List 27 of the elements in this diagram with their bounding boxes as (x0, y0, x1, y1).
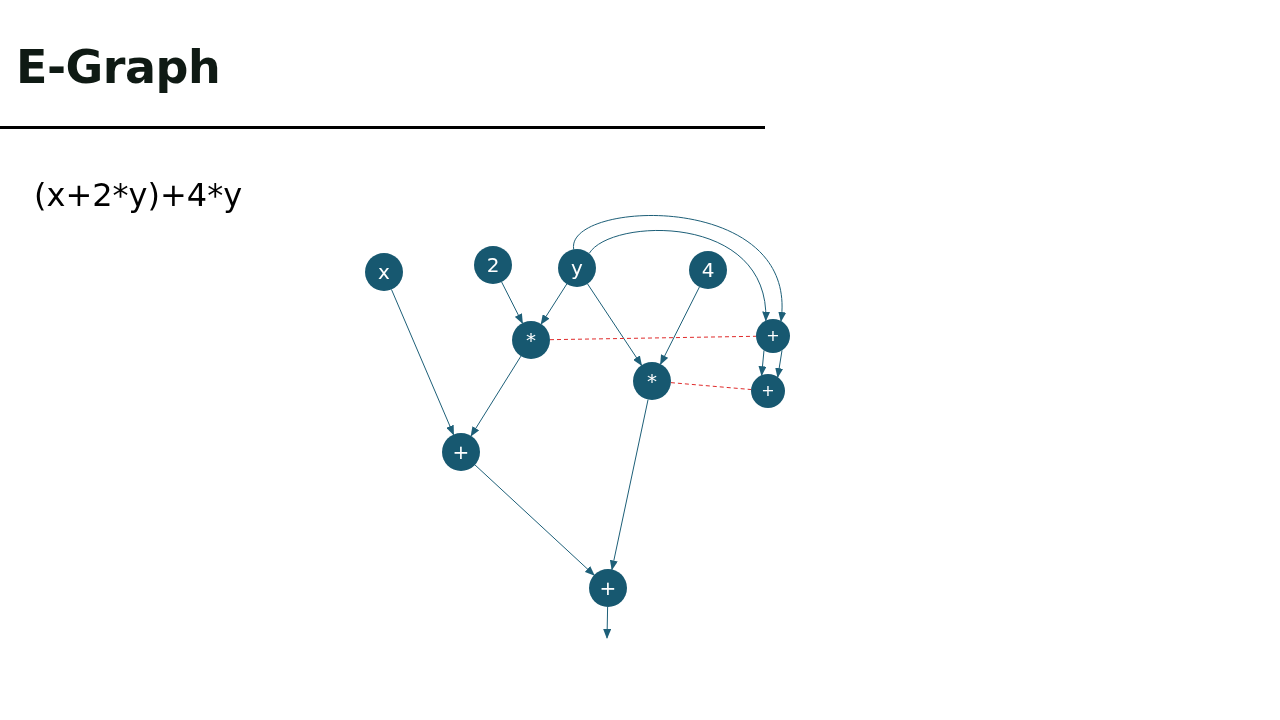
arrow (587, 283, 643, 366)
arrow (588, 230, 769, 322)
arrow (390, 288, 455, 436)
arrow (609, 399, 649, 571)
expression-text: (x+2*y)+4*y (34, 176, 243, 214)
arrow (758, 349, 767, 377)
node-circle: + (756, 319, 790, 353)
arrow (540, 283, 568, 325)
node-circle: + (751, 374, 785, 408)
arrow (775, 349, 784, 379)
connector-line (670, 382, 752, 391)
node-circle: * (633, 362, 671, 400)
node-circle: 4 (689, 251, 727, 289)
node-circle: y (558, 249, 596, 287)
node-circle: 2 (474, 246, 512, 284)
node-circle: + (589, 569, 627, 607)
arrow (474, 464, 595, 576)
slide-title: E-Graph (16, 40, 221, 94)
node-circle: * (512, 321, 550, 359)
arrow (603, 606, 612, 639)
arrow (470, 355, 522, 437)
node-circle: + (442, 433, 480, 471)
connector-line (549, 335, 757, 341)
arrow (501, 281, 523, 324)
arrow (660, 286, 700, 365)
node-circle: x (365, 253, 403, 291)
arrow (573, 215, 785, 322)
